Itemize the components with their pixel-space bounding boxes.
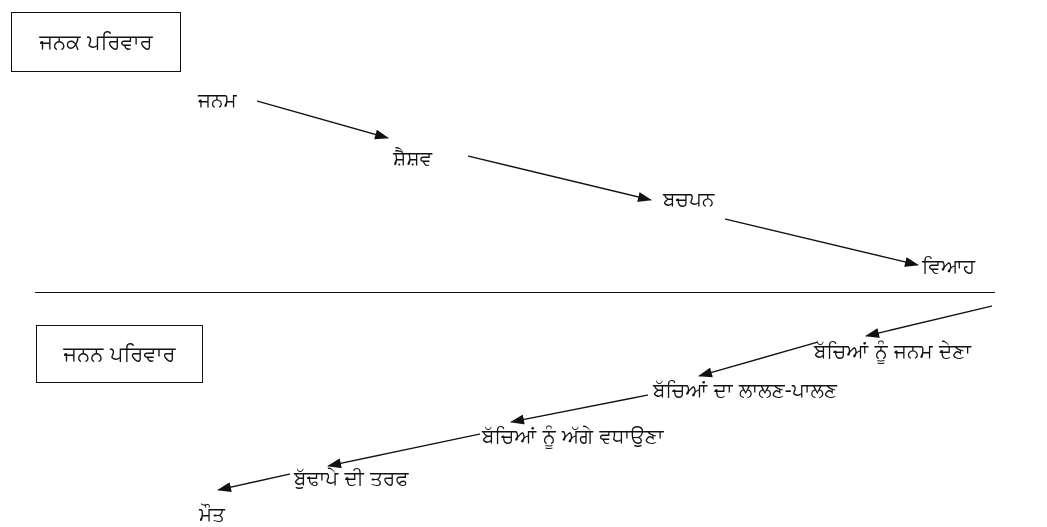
arrow-raising-to-advancing xyxy=(510,394,649,425)
stage-infancy: ਸ਼ੈਸ਼ਵ xyxy=(393,146,433,170)
stage-giving-birth: ਬੱਚਿਆਂ ਨੂੰ ਜਨਮ ਦੇਣਾ xyxy=(814,339,971,363)
stage-advancing-children: ਬੱਚਿਆਂ ਨੂੰ ਅੱਗੇ ਵਧਾਉਣਾ xyxy=(482,424,664,448)
stage-marriage: ਵਿਆਹ xyxy=(922,254,975,278)
divider-line xyxy=(35,292,995,293)
family-of-procreation-box: ਜਨਨ ਪਰਿਵਾਰ xyxy=(36,325,203,383)
arrow-infancy-to-childhood xyxy=(467,155,652,202)
stage-childhood: ਬਚਪਨ xyxy=(663,187,715,211)
arrow-marriage-to-giving-birth xyxy=(865,305,993,338)
family-of-origin-label: ਜਨਕ ਪਰਿਵਾਰ xyxy=(39,29,153,54)
arrow-old-age-to-death xyxy=(217,473,291,493)
stage-raising-children: ਬੱਚਿਆਂ ਦਾ ਲਾਲਣ-ਪਾਲਣ xyxy=(653,378,838,402)
stage-death: ਮੌਤ xyxy=(199,502,225,526)
arrow-advancing-to-old-age xyxy=(327,433,481,469)
arrow-birth-to-infancy xyxy=(256,100,389,140)
family-of-origin-box: ਜਨਕ ਪਰਿਵਾਰ xyxy=(11,12,181,72)
stage-old-age: ਬੁੱਢਾਪੇ ਦੀ ਤਰਫ xyxy=(294,466,409,490)
stage-birth: ਜਨਮ xyxy=(198,88,237,112)
arrow-giving-birth-to-raising xyxy=(698,341,819,378)
family-of-procreation-label: ਜਨਨ ਪਰਿਵਾਰ xyxy=(63,341,176,366)
arrow-childhood-to-marriage xyxy=(724,218,919,267)
